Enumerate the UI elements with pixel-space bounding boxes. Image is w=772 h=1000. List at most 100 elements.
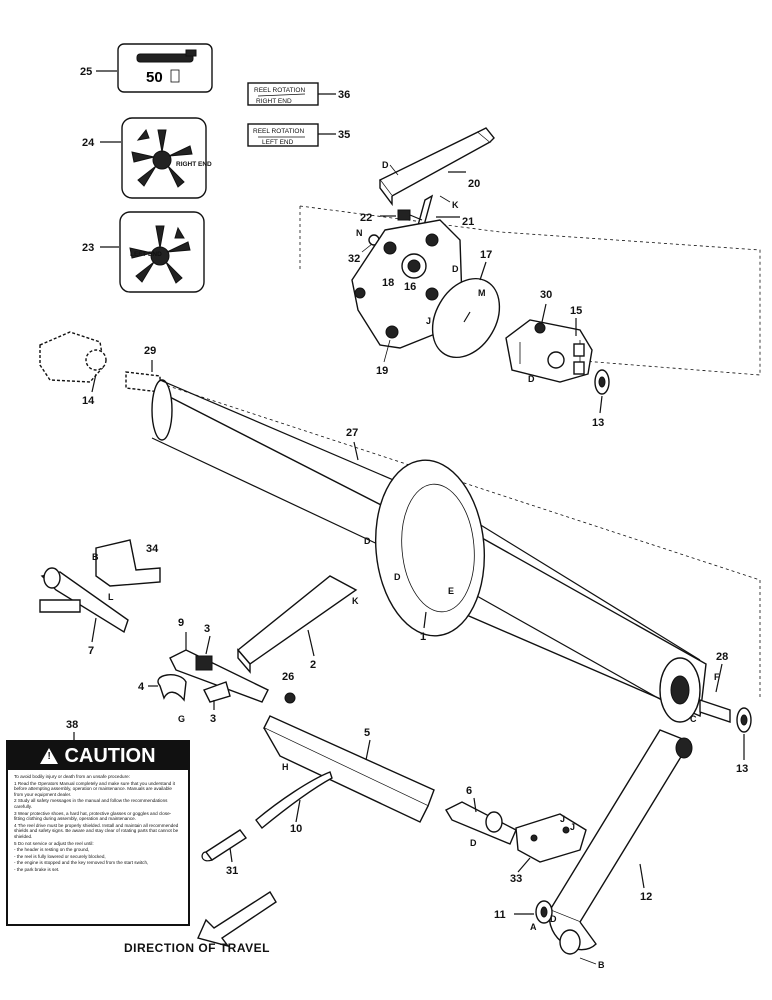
- part-5-shield: [263, 715, 435, 823]
- callout-21: 21: [462, 216, 474, 228]
- part-33-bracket: [515, 813, 587, 863]
- part-34-plate: [95, 539, 161, 587]
- callout-22: 22: [360, 212, 372, 224]
- caution-header: ! CAUTION: [8, 742, 188, 770]
- decal-36: REEL ROTATION RIGHT END: [247, 82, 319, 106]
- callout-9: 9: [178, 617, 184, 629]
- callout-33: 33: [510, 873, 522, 885]
- letter-d-20: D: [382, 160, 389, 170]
- part-10-strip: [255, 771, 333, 830]
- letter-j-33b: J: [570, 822, 575, 832]
- callout-27: 27: [346, 427, 358, 439]
- callout-10: 10: [290, 823, 302, 835]
- callout-3-bottom: 3: [210, 713, 216, 725]
- callout-19: 19: [376, 365, 388, 377]
- decal-24-text: RIGHT END: [176, 161, 212, 168]
- caution-line: 4 The reel drive must be properly shield…: [14, 822, 179, 839]
- letter-l: L: [108, 592, 114, 602]
- letter-d-flange: D: [364, 536, 371, 546]
- callout-38: 38: [66, 719, 78, 731]
- callout-31: 31: [226, 865, 238, 877]
- caution-line: To avoid bodily injury or death from an …: [14, 774, 130, 779]
- letter-d-plate: D: [452, 264, 459, 274]
- caution-title: CAUTION: [64, 744, 156, 767]
- caution-line: 2 Study all safety messages in the manua…: [14, 798, 168, 809]
- letter-k-flange: K: [352, 596, 359, 606]
- letter-c: C: [690, 714, 697, 724]
- decal-36-line1: REEL ROTATION: [254, 87, 305, 94]
- callout-5: 5: [364, 727, 370, 739]
- callout-13-upper: 13: [592, 417, 604, 429]
- part-9-shaft: [169, 649, 269, 703]
- callout-12: 12: [640, 891, 652, 903]
- direction-of-travel-label: DIRECTION OF TRAVEL: [124, 941, 270, 955]
- letter-k-20: K: [452, 200, 459, 210]
- callout-2: 2: [310, 659, 316, 671]
- caution-line: 3 Wear protective shoes, a hard hat, pro…: [14, 810, 172, 822]
- decal-36-line2: RIGHT END: [256, 98, 292, 105]
- callout-13-lower: 13: [736, 763, 748, 775]
- callout-36: 36: [338, 89, 350, 101]
- caution-line: - the header is resting on the ground,: [14, 847, 90, 853]
- callout-16: 16: [404, 281, 416, 293]
- callout-20: 20: [468, 178, 480, 190]
- decal-25-text: 50: [146, 69, 163, 86]
- callout-23: 23: [82, 242, 94, 254]
- part-7-shaft: [39, 567, 129, 634]
- part-17-disc: [431, 277, 501, 359]
- part-11-washer: [535, 900, 553, 924]
- callout-7: 7: [88, 645, 94, 657]
- callout-11: 11: [494, 909, 506, 921]
- letter-a: A: [530, 922, 537, 932]
- callout-34: 34: [146, 543, 159, 555]
- part-12-arm: [548, 729, 693, 955]
- callout-4: 4: [138, 681, 145, 693]
- callout-1: 1: [420, 631, 426, 643]
- decal-25: 50: [117, 43, 213, 93]
- decal-24: RIGHT END: [121, 117, 212, 199]
- part-right-hub: [659, 657, 701, 723]
- letter-d-drive: D: [528, 374, 535, 384]
- letter-d-11: D: [550, 914, 557, 924]
- callout-15: 15: [570, 305, 582, 317]
- part-22-bolt: [397, 209, 423, 221]
- letter-m: M: [478, 288, 486, 298]
- part-14-drive-left: [39, 331, 107, 383]
- callout-32: 32: [348, 253, 360, 265]
- callout-29: 29: [144, 345, 156, 357]
- decal-35: REEL ROTATION LEFT END: [247, 123, 319, 147]
- decal-23: LEFT END: [119, 211, 205, 293]
- part-1-flange: [374, 459, 486, 637]
- caution-line: 5 Do not service or adjust the reel unti…: [14, 840, 94, 846]
- part-6-shaft: [445, 801, 517, 845]
- letter-g: G: [178, 714, 185, 724]
- letter-n: N: [356, 228, 363, 238]
- decal-35-line2: LEFT END: [262, 139, 294, 146]
- letter-h: H: [282, 762, 289, 772]
- callout-14: 14: [82, 395, 95, 407]
- part-4-clamp: [157, 674, 187, 702]
- callout-30: 30: [540, 289, 552, 301]
- callout-25: 25: [80, 66, 92, 78]
- direction-arrow: [197, 891, 277, 948]
- letter-b-12: B: [598, 960, 605, 970]
- callout-18: 18: [382, 277, 394, 289]
- caution-decal: ! CAUTION To avoid bodily injury or deat…: [6, 740, 190, 926]
- part-13-washer-lower: [736, 707, 752, 733]
- callout-24: 24: [82, 137, 95, 149]
- letter-d-flange2: D: [394, 572, 401, 582]
- letter-b-34: B: [92, 552, 99, 562]
- warning-triangle-icon: !: [40, 748, 59, 764]
- callout-17: 17: [480, 249, 492, 261]
- callout-35: 35: [338, 129, 350, 141]
- caution-line: - the reel is fully lowered or securely …: [14, 853, 106, 859]
- caution-body: To avoid bodily injury or death from an …: [8, 770, 188, 878]
- caution-line: - the park brake is set.: [14, 866, 60, 872]
- letter-f: F: [714, 672, 720, 682]
- part-15-drive-housing: [505, 319, 593, 383]
- part-2-brace: [236, 575, 358, 674]
- caution-line: - the engine is stopped and the key remo…: [14, 860, 149, 866]
- caution-line: 1 Read the Operators Manual completely a…: [14, 780, 175, 797]
- decal-35-line1: REEL ROTATION: [253, 128, 304, 135]
